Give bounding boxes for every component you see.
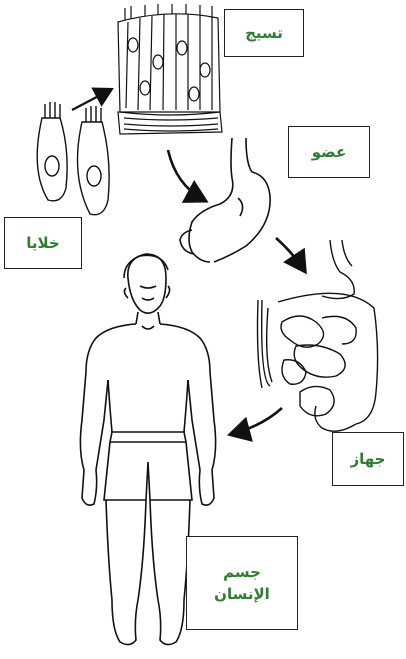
label-tissue: تسيج bbox=[245, 22, 283, 45]
stomach-illustration bbox=[180, 138, 270, 262]
label-system: جهاز bbox=[351, 448, 386, 471]
label-box-tissue: تسيج bbox=[224, 9, 304, 57]
label-box-organ: عضو bbox=[288, 126, 370, 178]
label-organ: عضو bbox=[312, 141, 346, 164]
label-box-cells: خلايا bbox=[4, 217, 82, 269]
digestive-system-illustration bbox=[258, 240, 378, 431]
tissue-illustration bbox=[118, 4, 222, 134]
label-body-line1: جسم bbox=[223, 561, 261, 584]
label-box-body: جسم الإنسان bbox=[186, 536, 298, 630]
label-body-line2: الإنسان bbox=[214, 583, 270, 606]
arrow-system-to-body bbox=[232, 408, 282, 434]
label-cells: خلايا bbox=[26, 232, 59, 255]
cells-illustration bbox=[37, 102, 109, 215]
arrow-organ-to-system bbox=[276, 238, 304, 270]
label-box-system: جهاز bbox=[332, 432, 404, 486]
arrow-tissue-to-organ bbox=[168, 150, 204, 200]
